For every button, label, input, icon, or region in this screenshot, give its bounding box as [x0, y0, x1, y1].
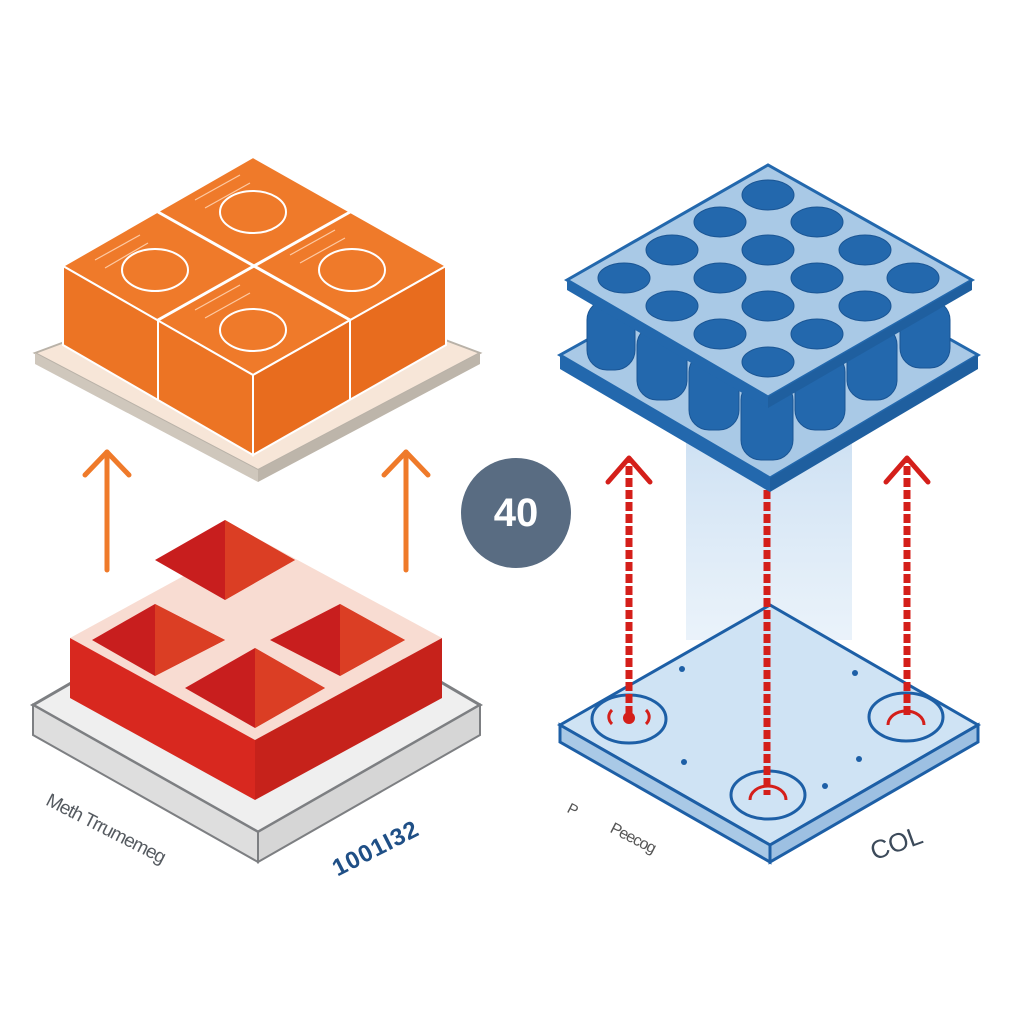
boss-front [219, 308, 287, 352]
arrow-up-icon [883, 455, 931, 715]
badge-value: 40 [493, 490, 539, 535]
arrow-up-icon [605, 455, 653, 715]
arrow-up-icon [82, 449, 132, 573]
red-dashed-arrows [605, 455, 931, 795]
boss-right [318, 248, 386, 292]
orange-up-arrows [82, 449, 431, 573]
orange-block-assembly [32, 155, 483, 482]
tray-pockets [92, 520, 405, 728]
red-tray-assembly [29, 520, 483, 864]
blue-cylinder-array [556, 163, 982, 492]
boss-top [219, 190, 287, 234]
boss-left [121, 248, 189, 292]
cylinder-holes [597, 179, 940, 378]
count-badge: 40 [461, 458, 571, 568]
arrow-up-icon [381, 449, 431, 573]
